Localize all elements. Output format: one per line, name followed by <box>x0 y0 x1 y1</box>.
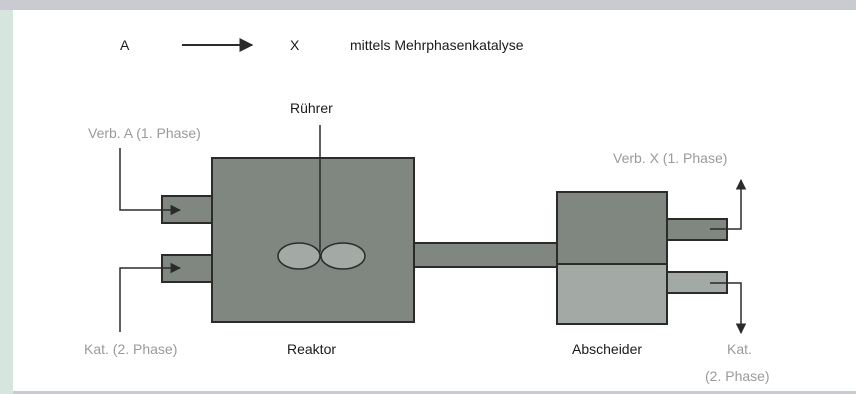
outlet-bottom-label-line1: Kat. <box>727 341 752 357</box>
outlet-flow-bottom <box>710 282 747 335</box>
inlet-flow-top <box>119 148 182 216</box>
product-label: X <box>290 37 300 53</box>
outlet-flow-top <box>710 178 747 230</box>
method-label: mittels Mehrphasenkatalyse <box>350 37 524 53</box>
top-border <box>0 0 856 10</box>
outlet-top-label: Verb. X (1. Phase) <box>613 150 727 166</box>
stirrer-label: Rührer <box>290 100 333 116</box>
stirrer-paddle-left <box>277 242 321 270</box>
bottom-border <box>13 391 856 394</box>
separator-lower-phase <box>556 263 668 325</box>
connecting-pipe <box>413 242 561 268</box>
reactant-label: A <box>120 37 130 53</box>
outlet-bottom-label-line2: (2. Phase) <box>705 368 770 384</box>
inlet-bottom-label: Kat. (2. Phase) <box>84 341 177 357</box>
reactor-label: Reaktor <box>287 341 336 357</box>
inlet-flow-bottom <box>119 262 182 332</box>
reactor-vessel <box>211 157 415 323</box>
separator-upper-phase <box>556 191 668 265</box>
inlet-top-label: Verb. A (1. Phase) <box>88 125 201 141</box>
separator-label: Abscheider <box>572 341 642 357</box>
left-border <box>0 10 13 394</box>
stirrer-paddle-right <box>320 242 366 270</box>
